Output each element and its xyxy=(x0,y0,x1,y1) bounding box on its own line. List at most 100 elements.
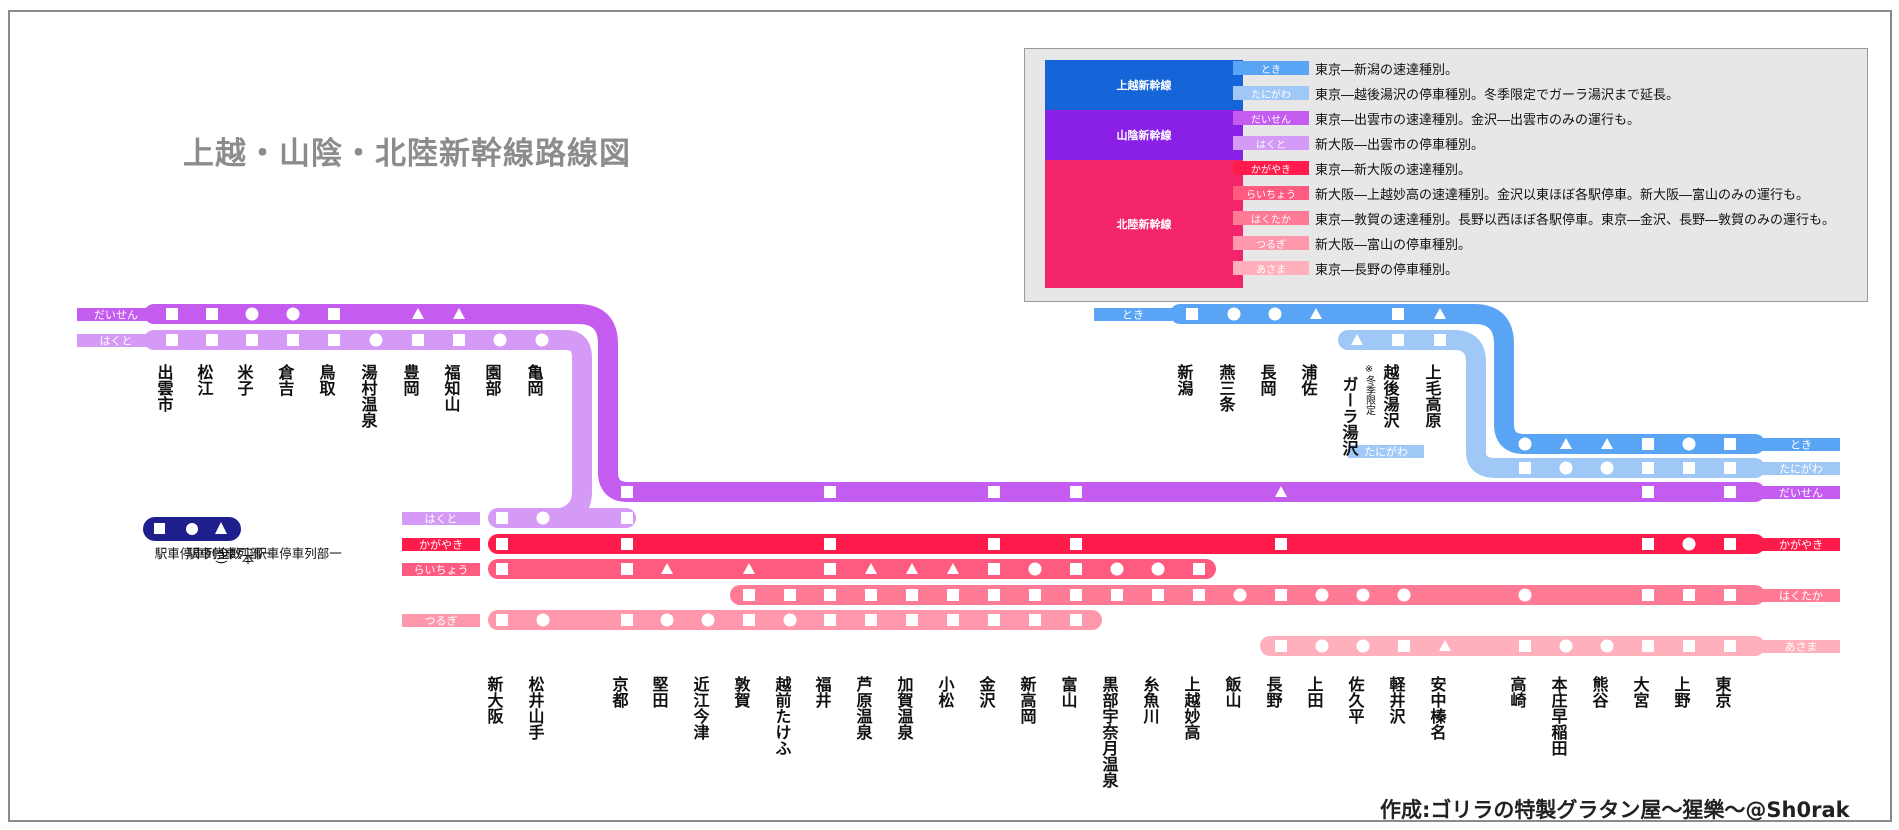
key-symbols xyxy=(154,522,227,535)
legend-line-hokuriku: 北陸新幹線 xyxy=(1045,160,1243,288)
hakutaka-stop-circle-icon xyxy=(1356,588,1370,602)
station-label: 軽井沢 xyxy=(1387,675,1406,725)
hakuto-stop-circle-icon xyxy=(536,511,550,525)
tsurugi-stop-square-icon xyxy=(496,614,508,626)
asama-stop-square-icon xyxy=(1398,640,1410,652)
hakutaka-stop-square-icon xyxy=(906,589,918,601)
kagayaki-stop-square-icon xyxy=(1070,538,1082,550)
tsurugi-stop-square-icon xyxy=(947,614,959,626)
kagayaki-stop-square-icon xyxy=(1724,538,1736,550)
label-daisen-west-chip xyxy=(77,308,155,321)
daisen-stop-square-icon xyxy=(166,308,178,320)
daisen-stop-square-icon xyxy=(988,486,1000,498)
label-tanigawa-east-chip xyxy=(1762,462,1840,475)
station-label: 上田 xyxy=(1305,676,1324,708)
asama-stop-circle-icon xyxy=(1600,639,1614,653)
gala-note: ※冬季限定 xyxy=(1364,364,1376,416)
tsurugi-stop-square-icon xyxy=(824,614,836,626)
asama-stop-square-icon xyxy=(1275,640,1287,652)
daisen-stop-square-icon xyxy=(1070,486,1082,498)
station-label: 新潟 xyxy=(1175,363,1194,397)
label-asama-east-chip xyxy=(1762,640,1840,653)
kagayaki-stop-square-icon xyxy=(988,538,1000,550)
legend-chip: とき xyxy=(1233,61,1309,76)
station-label: 上越妙高 xyxy=(1182,676,1202,741)
key-label-few: 一部列車停車駅(本数少) xyxy=(214,547,343,565)
legend-desc: 新大阪―上越妙高の速達種別。金沢以東ほぼ各駅停車。新大阪―富山のみの運行も。 xyxy=(1315,187,1810,203)
legend-chip: はくたか xyxy=(1233,211,1309,226)
station-label: 高崎 xyxy=(1508,675,1527,709)
station-label: 熊谷 xyxy=(1590,675,1609,709)
kagayaki-stop-square-icon xyxy=(1642,538,1654,550)
station-label: 安中榛名 xyxy=(1428,675,1447,741)
label-hakuto-osaka-chip xyxy=(402,512,480,525)
station-label: 飯山 xyxy=(1223,675,1243,708)
station-label: 近江今津 xyxy=(691,675,711,741)
station-label: 大宮 xyxy=(1631,675,1650,709)
toki-stop-triangle-icon xyxy=(1560,438,1572,449)
label-asama-east: あさま xyxy=(1785,641,1818,654)
toki-track xyxy=(1170,304,1765,454)
station-label: 越前たけふ xyxy=(773,675,793,756)
station-label: 芦原温泉 xyxy=(854,676,874,741)
raicho-stop-triangle-icon xyxy=(865,563,877,574)
hakutaka-stop-square-icon xyxy=(784,589,796,601)
station-label: 長岡 xyxy=(1258,364,1277,397)
legend-chip: つるぎ xyxy=(1233,236,1309,251)
label-tsurugi-west: つるぎ xyxy=(425,614,458,628)
legend-desc: 新大阪―出雲市の停車種別。 xyxy=(1315,137,1485,153)
hakuto-stop-square-icon xyxy=(328,334,340,346)
toki-stop-circle-icon xyxy=(1682,437,1696,451)
station-label: 本庄早稲田 xyxy=(1549,675,1568,756)
tsurugi-stop-square-icon xyxy=(743,614,755,626)
legend-service-tsurugi: つるぎ新大阪―富山の停車種別。 xyxy=(1233,232,1471,254)
label-kagayaki-east-chip xyxy=(1762,538,1840,551)
hakuto-stop-circle-icon xyxy=(369,333,383,347)
tsurugi-stop-circle-icon xyxy=(701,613,715,627)
station-label: 出雲市 xyxy=(155,363,174,413)
kagayaki-stop-square-icon xyxy=(824,538,836,550)
station-label: 金沢 xyxy=(977,675,997,709)
hakutaka-stop-square-icon xyxy=(947,589,959,601)
label-hakuto-west-chip xyxy=(77,334,155,347)
raicho-stop-circle-icon xyxy=(1028,562,1042,576)
label-toki-east-chip xyxy=(1762,438,1840,451)
legend-chip: あさま xyxy=(1233,261,1309,276)
label-hakuto-west: はくと xyxy=(100,335,133,348)
toki-stop-square-icon xyxy=(1724,438,1736,450)
legend-chip: だいせん xyxy=(1233,111,1309,126)
hakutaka-stop-square-icon xyxy=(743,589,755,601)
legend-chip: かがやき xyxy=(1233,161,1309,176)
daisen-stop-square-icon xyxy=(1724,486,1736,498)
station-label: 米子 xyxy=(235,363,254,397)
station-label: 園部 xyxy=(483,364,502,397)
label-kagayaki-east: かがやき xyxy=(1779,538,1823,552)
legend-desc: 東京―新大阪の速達種別。 xyxy=(1315,162,1472,178)
raicho-stop-square-icon xyxy=(496,563,508,575)
daisen-stop-square-icon xyxy=(621,486,633,498)
daisen-stop-triangle-icon xyxy=(412,308,424,319)
raicho-stop-square-icon xyxy=(621,563,633,575)
legend-service-tanigawa: たにがわ東京―越後湯沢の停車種別。冬季限定でガーラ湯沢まで延長。 xyxy=(1233,82,1679,104)
station-label: 福知山 xyxy=(442,363,462,412)
tanigawa-stop-triangle-icon xyxy=(1351,334,1363,345)
raicho-stop-square-icon xyxy=(1193,563,1205,575)
raicho-stop-triangle-icon xyxy=(906,563,918,574)
hakutaka-stop-circle-icon xyxy=(1518,588,1532,602)
label-toki-west-chip xyxy=(1094,308,1172,321)
daisen-track xyxy=(144,304,1765,502)
legend-service-kagayaki: かがやき東京―新大阪の速達種別。 xyxy=(1233,157,1471,179)
hakutaka-stop-square-icon xyxy=(1070,589,1082,601)
asama-stop-circle-icon xyxy=(1559,639,1573,653)
tanigawa-stop-square-icon xyxy=(1434,334,1446,346)
hakutaka-stop-square-icon xyxy=(1642,589,1654,601)
label-raicho-west-chip xyxy=(402,563,480,576)
toki-stop-square-icon xyxy=(1392,308,1404,320)
credit: 作成:ゴリラの特製グラタン屋～猩樂～@Sh0rak xyxy=(1380,798,1850,822)
tanigawa-stop-circle-icon xyxy=(1559,461,1573,475)
tsurugi-stop-square-icon xyxy=(906,614,918,626)
station-label: 黒部宇奈月温泉 xyxy=(1100,676,1120,789)
legend-service-toki: とき東京―新潟の速達種別。 xyxy=(1233,57,1458,79)
station-label: 富山 xyxy=(1059,675,1078,708)
daisen-stop-circle-icon xyxy=(245,307,259,321)
